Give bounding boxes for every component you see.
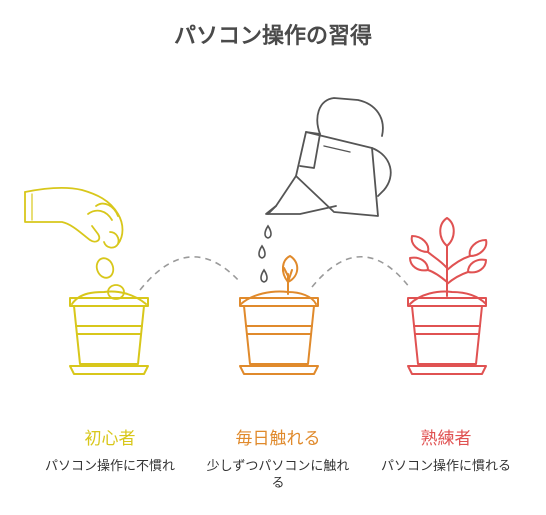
stage-label-beginner: 初心者 <box>84 429 136 449</box>
water-drops-icon <box>258 224 272 283</box>
arc-connector-1 <box>139 256 241 291</box>
page-title: パソコン操作の習得 <box>173 24 372 49</box>
stage-description-beginner: パソコン操作に不慣れ <box>44 459 175 474</box>
sprout-pot-icon <box>239 255 319 375</box>
stage-label-practice: 毎日触れる <box>235 429 321 449</box>
stage-label-expert: 熟練者 <box>420 429 472 449</box>
watering-can-icon <box>265 97 392 217</box>
stage-description-practice: 少しずつパソコンに触れる <box>206 459 350 491</box>
seed-pot-icon <box>69 290 149 375</box>
hand-planting-seeds-icon <box>24 186 125 300</box>
plant-pot-icon <box>407 217 488 375</box>
arc-connector-2 <box>311 255 411 289</box>
stage-description-expert: パソコン操作に慣れる <box>380 459 511 474</box>
